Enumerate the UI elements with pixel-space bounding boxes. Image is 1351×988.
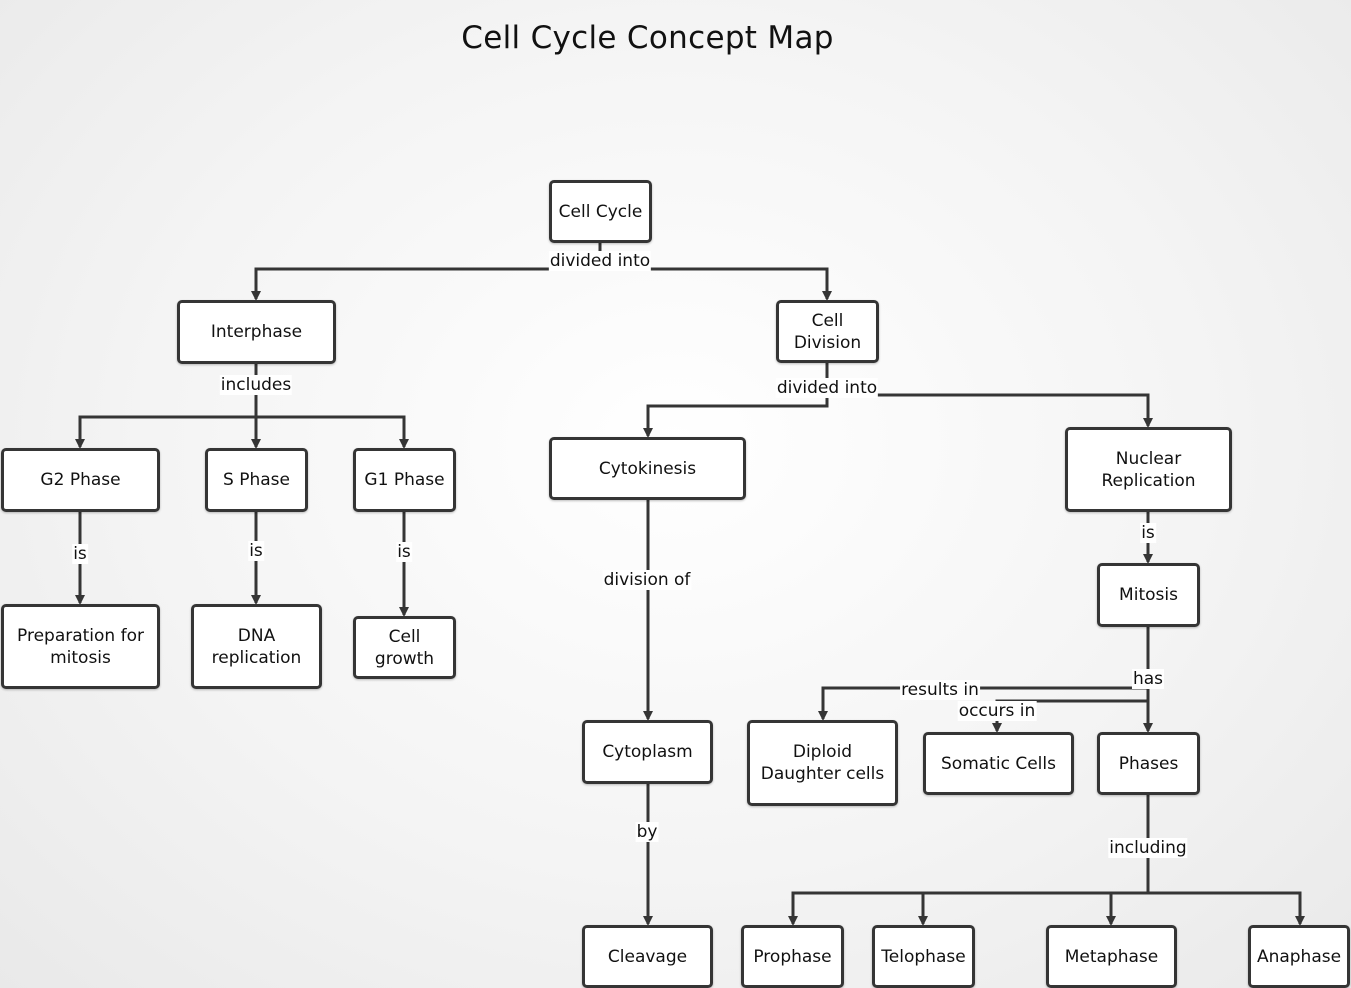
node-nuclear-replication[interactable]: Nuclear Replication [1065,427,1232,512]
node-metaphase[interactable]: Metaphase [1046,925,1177,988]
node-somatic-cells[interactable]: Somatic Cells [923,732,1074,795]
node-cytoplasm[interactable]: Cytoplasm [582,720,713,784]
node-s-phase[interactable]: S Phase [205,448,308,512]
node-diploid-daughter-cells[interactable]: Diploid Daughter cells [747,720,898,806]
node-phases[interactable]: Phases [1097,732,1200,795]
link-label-is-g2: is [72,544,88,564]
node-g2-phase[interactable]: G2 Phase [1,448,160,512]
node-interphase[interactable]: Interphase [177,300,336,364]
link-label-is-g1: is [396,542,412,562]
node-cleavage[interactable]: Cleavage [582,925,713,988]
edge-interphase-g2 [75,415,256,449]
link-label-includes: includes [219,375,293,395]
link-label-divided-into: divided into [548,251,652,271]
link-label-by: by [635,822,659,842]
edge-mitosis-diploid [818,686,1148,721]
edge-phases-prophase [788,891,1148,926]
page-title: Cell Cycle Concept Map [461,20,834,56]
link-label-is-s: is [248,541,264,561]
link-label-results-in: results in [900,680,980,700]
link-label-including: including [1108,838,1188,858]
edge-phases-metaphase [1106,794,1150,926]
edge-celldivision-cytokinesis [643,362,829,438]
edge-cellcycle-celldivision [600,267,832,301]
node-dna-replication[interactable]: DNA replication [191,604,322,689]
node-preparation-for-mitosis[interactable]: Preparation for mitosis [1,604,160,689]
node-telophase[interactable]: Telophase [872,925,975,988]
link-label-divided-into-2: divided into [775,378,879,398]
node-mitosis[interactable]: Mitosis [1097,563,1200,627]
link-label-division-of: division of [602,570,692,590]
edge-celldivision-nuclear [827,393,1153,428]
node-cell-division[interactable]: Cell Division [776,300,879,363]
node-cell-cycle[interactable]: Cell Cycle [549,180,652,243]
node-cell-growth[interactable]: Cell growth [353,616,456,679]
node-prophase[interactable]: Prophase [741,925,844,988]
edge-phases-anaphase [1148,891,1305,926]
link-label-is-nuclear: is [1140,523,1156,543]
link-label-has: has [1131,669,1165,689]
node-anaphase[interactable]: Anaphase [1248,925,1350,988]
link-label-occurs-in: occurs in [957,701,1037,721]
edge-interphase-g1 [256,415,409,449]
node-cytokinesis[interactable]: Cytokinesis [549,437,746,500]
node-g1-phase[interactable]: G1 Phase [353,448,456,512]
